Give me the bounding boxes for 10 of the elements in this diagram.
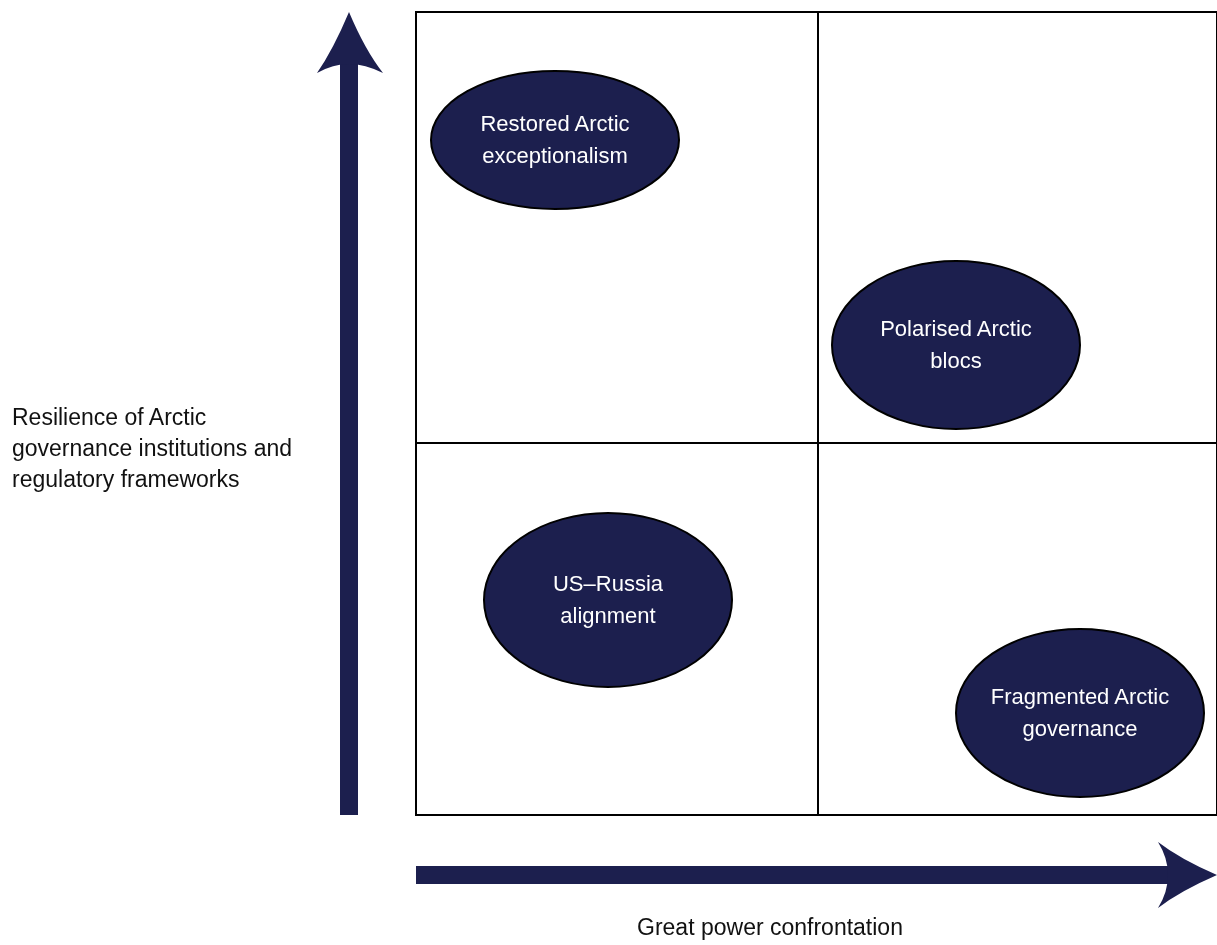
scenario-ellipse — [483, 512, 733, 688]
scenario-label: US–Russia alignment — [551, 570, 664, 630]
scenario-label: Restored Arctic exceptionalism — [479, 110, 631, 170]
scenario-ellipse — [430, 70, 680, 210]
axis-label: Resilience of Arctic governance institutions and regulatory frameworks — [12, 403, 294, 494]
axis-label: Great power confrontation — [636, 913, 904, 942]
scenario-label: Polarised Arctic blocs — [879, 315, 1033, 375]
scenario-label: Fragmented Arctic governance — [989, 683, 1171, 743]
scenario-ellipse — [831, 260, 1081, 430]
scenario-ellipse — [955, 628, 1205, 798]
